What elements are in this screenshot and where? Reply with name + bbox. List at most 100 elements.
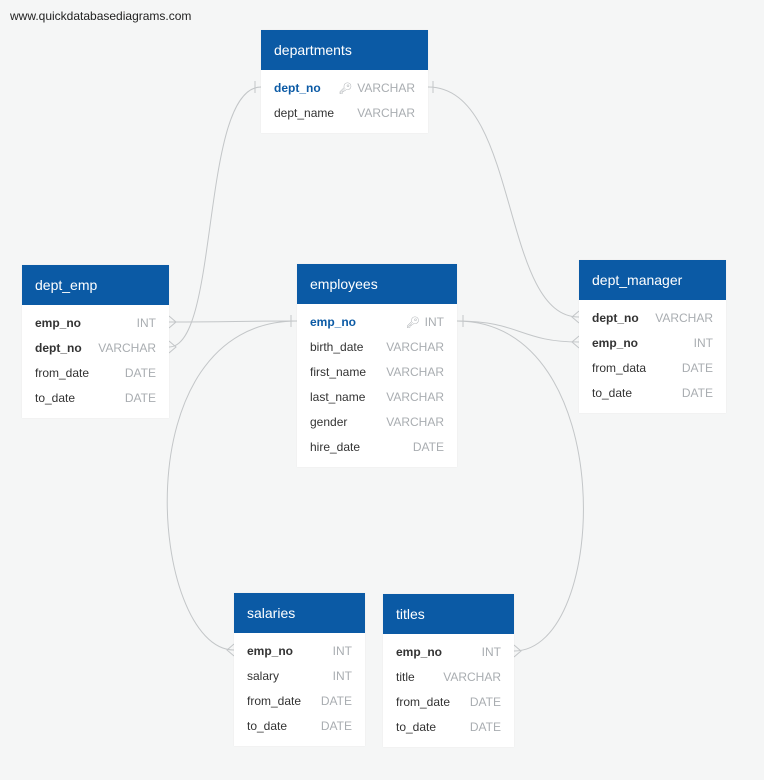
table-dept-emp[interactable]: dept_emp emp_no INT dept_no VARCHAR from…: [22, 265, 169, 418]
column-row[interactable]: emp_no INT: [579, 331, 726, 356]
table-salaries[interactable]: salaries emp_no INT salary INT from_date…: [234, 593, 365, 746]
column-name: gender: [310, 415, 348, 429]
column-name: title: [396, 670, 415, 684]
column-name: from_date: [35, 366, 90, 380]
link-dept-emp-employees: [168, 320, 298, 323]
many-marker: [168, 340, 177, 354]
column-type: VARCHAR: [443, 670, 501, 684]
column-row[interactable]: dept_name VARCHAR: [261, 101, 428, 126]
link-employees-dept-manager: [456, 320, 580, 343]
column-name: dept_no: [592, 311, 639, 325]
column-type: 🔑︎ INT: [406, 310, 444, 335]
column-row[interactable]: from_date DATE: [383, 690, 514, 715]
column-row[interactable]: salary INT: [234, 664, 365, 689]
column-row[interactable]: to_date DATE: [383, 715, 514, 740]
column-type: DATE: [412, 440, 444, 454]
column-name: from_date: [396, 695, 451, 709]
table-dept-manager[interactable]: dept_manager dept_no VARCHAR emp_no INT …: [579, 260, 726, 413]
table-titles[interactable]: titles emp_no INT title VARCHAR from_dat…: [383, 594, 514, 747]
column-type: VARCHAR: [98, 341, 156, 355]
column-name: dept_no: [35, 341, 82, 355]
column-row[interactable]: from_date DATE: [234, 689, 365, 714]
column-name: emp_no: [396, 645, 443, 659]
table-title[interactable]: dept_emp: [22, 265, 169, 305]
column-type: INT: [136, 316, 156, 330]
table-title[interactable]: titles: [383, 594, 514, 634]
column-name: dept_no: [274, 81, 321, 95]
column-type: VARCHAR: [386, 340, 444, 354]
column-name: emp_no: [247, 644, 294, 658]
table-departments[interactable]: departments dept_no 🔑︎ VARCHAR dept_name …: [261, 30, 428, 133]
column-row[interactable]: title VARCHAR: [383, 665, 514, 690]
column-name: to_date: [592, 386, 633, 400]
column-name: last_name: [310, 390, 366, 404]
column-name: birth_date: [310, 340, 364, 354]
column-type: VARCHAR: [357, 106, 415, 120]
column-type-text: VARCHAR: [357, 81, 415, 95]
column-type: DATE: [320, 719, 352, 733]
column-name: emp_no: [35, 316, 82, 330]
column-row[interactable]: dept_no 🔑︎ VARCHAR: [261, 76, 428, 101]
column-row[interactable]: dept_no VARCHAR: [22, 336, 169, 361]
column-name: first_name: [310, 365, 367, 379]
table-employees[interactable]: employees emp_no 🔑︎ INT birth_date VARCHA…: [297, 264, 457, 467]
column-row[interactable]: emp_no INT: [234, 639, 365, 664]
column-row[interactable]: last_name VARCHAR: [297, 385, 457, 410]
column-type: VARCHAR: [386, 415, 444, 429]
column-name: to_date: [396, 720, 437, 734]
column-name: salary: [247, 669, 280, 683]
column-type: INT: [332, 669, 352, 683]
column-name: emp_no: [592, 336, 639, 350]
column-row[interactable]: from_date DATE: [22, 361, 169, 386]
link-departments-dept-manager: [427, 86, 580, 318]
column-row[interactable]: first_name VARCHAR: [297, 360, 457, 385]
column-name: from_date: [247, 694, 302, 708]
column-row[interactable]: birth_date VARCHAR: [297, 335, 457, 360]
column-row[interactable]: dept_no VARCHAR: [579, 306, 726, 331]
column-row[interactable]: gender VARCHAR: [297, 410, 457, 435]
column-type: VARCHAR: [386, 365, 444, 379]
column-name: to_date: [35, 391, 76, 405]
column-name: hire_date: [310, 440, 361, 454]
column-type-text: INT: [424, 315, 444, 329]
watermark: www.quickdatabasediagrams.com: [10, 9, 192, 23]
many-marker: [226, 643, 235, 657]
column-type: INT: [332, 644, 352, 658]
column-name: emp_no: [310, 315, 357, 329]
column-type: VARCHAR: [386, 390, 444, 404]
column-row[interactable]: to_date DATE: [234, 714, 365, 739]
column-type: VARCHAR: [655, 311, 713, 325]
column-type: INT: [481, 645, 501, 659]
column-type: DATE: [124, 366, 156, 380]
column-name: from_data: [592, 361, 647, 375]
column-row[interactable]: to_date DATE: [579, 381, 726, 406]
column-type: DATE: [469, 720, 501, 734]
table-title[interactable]: departments: [261, 30, 428, 70]
key-icon: 🔑︎: [405, 317, 420, 329]
key-icon: 🔑︎: [338, 83, 353, 95]
many-marker: [168, 315, 177, 329]
column-type: DATE: [320, 694, 352, 708]
table-title[interactable]: employees: [297, 264, 457, 304]
column-name: to_date: [247, 719, 288, 733]
column-type: DATE: [681, 361, 713, 375]
column-row[interactable]: emp_no INT: [22, 311, 169, 336]
column-row[interactable]: to_date DATE: [22, 386, 169, 411]
many-marker: [571, 310, 580, 324]
many-marker: [571, 335, 580, 349]
column-type: DATE: [124, 391, 156, 405]
column-row[interactable]: from_data DATE: [579, 356, 726, 381]
table-title[interactable]: salaries: [234, 593, 365, 633]
column-type: DATE: [469, 695, 501, 709]
column-type: 🔑︎ VARCHAR: [338, 76, 415, 101]
column-name: dept_name: [274, 106, 335, 120]
link-dept-emp-departments: [168, 86, 262, 348]
column-row[interactable]: hire_date DATE: [297, 435, 457, 460]
column-type: INT: [693, 336, 713, 350]
many-marker: [513, 644, 522, 658]
table-title[interactable]: dept_manager: [579, 260, 726, 300]
column-type: DATE: [681, 386, 713, 400]
column-row[interactable]: emp_no 🔑︎ INT: [297, 310, 457, 335]
column-row[interactable]: emp_no INT: [383, 640, 514, 665]
